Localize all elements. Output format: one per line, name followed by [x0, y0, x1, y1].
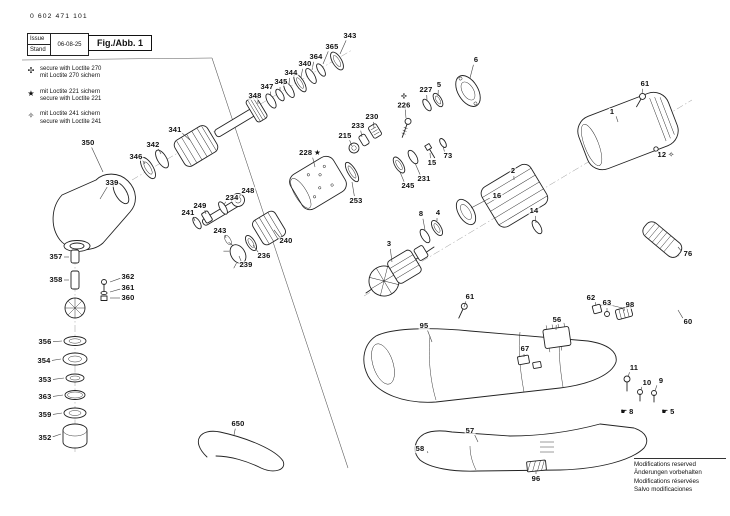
legend-line: secure with Loctite 221 [40, 95, 102, 102]
output-spindle-column-drawing [62, 249, 108, 449]
legend-text: mit Loctite 221 sichern secure with Loct… [40, 89, 101, 104]
wire-bail-drawing [197, 430, 285, 472]
cord-assembly-drawing [591, 221, 698, 320]
modifications-line-es: Salvo modificaciones [634, 486, 693, 494]
legend-line: secure with Loctite 241 [40, 118, 102, 125]
figure-label: Fig./Abb. 1 [88, 35, 152, 51]
issue-stand-column: Issue Stand [28, 34, 51, 55]
legend: ✣ secure with Loctite 270 mit Loctite 27… [26, 66, 101, 134]
legend-line: mit Loctite 221 sichern [40, 88, 101, 95]
loctite-221-icon: ★ [27, 88, 35, 98]
upper-housing-drawing [363, 302, 617, 403]
stand-label: Stand [30, 47, 46, 53]
modifications-line-fr: Modifications réservées [634, 477, 699, 485]
modifications-line-de: Änderungen vorbehalten [634, 469, 702, 477]
loctite-241-icon: ✧ [27, 111, 35, 121]
legend-item-loctite-241: ✧ mit Loctite 241 sichern secure with Lo… [26, 111, 102, 126]
legend-line: secure with Loctite 270 [40, 66, 102, 72]
motor-housing-drawing [577, 91, 679, 171]
lower-housing-drawing [414, 375, 657, 473]
document-number: 0 602 471 101 [30, 13, 88, 20]
modifications-line-en: Modifications reserved [634, 461, 696, 468]
legend-line: mit Loctite 270 sichern [40, 73, 101, 80]
bearing-flange-drawing [289, 75, 481, 211]
loctite-270-icon: ✣ [27, 66, 35, 75]
modifications-note: Modifications reserved Änderungen vorbeh… [634, 458, 726, 495]
angle-head-drawing [52, 173, 136, 252]
issue-table: Issue Stand 06-08-25 [27, 33, 89, 56]
legend-line: mit Loctite 241 sichern [40, 111, 101, 118]
legend-item-loctite-270: ✣ secure with Loctite 270 mit Loctite 27… [26, 66, 102, 81]
legend-text: mit Loctite 241 sichern secure with Loct… [40, 111, 101, 126]
legend-text: secure with Loctite 270 mit Loctite 270 … [40, 66, 101, 81]
legend-item-loctite-221: ★ mit Loctite 221 sichern secure with Lo… [26, 89, 101, 104]
issue-date: 06-08-25 [57, 41, 82, 48]
issue-label: Issue [28, 34, 50, 45]
